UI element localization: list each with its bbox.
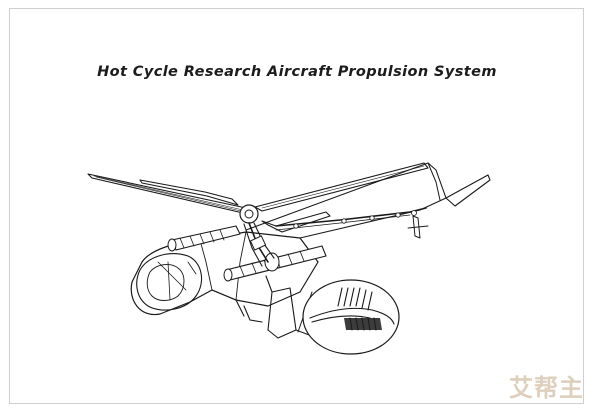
tail-boom (245, 162, 491, 239)
engine-upper (167, 225, 241, 252)
cockpit-canopy (136, 253, 203, 311)
landing-gear (235, 275, 297, 339)
engine-lower (223, 245, 327, 282)
rotor-hub (239, 204, 275, 267)
diagram-title: Hot Cycle Research Aircraft Propulsion S… (97, 64, 497, 80)
rotor-blades (87, 162, 429, 233)
watermark-logo: 艾帮主 (509, 374, 584, 402)
drawing-frame (9, 8, 584, 404)
fuselage (130, 231, 319, 316)
detail-callout (295, 279, 400, 355)
